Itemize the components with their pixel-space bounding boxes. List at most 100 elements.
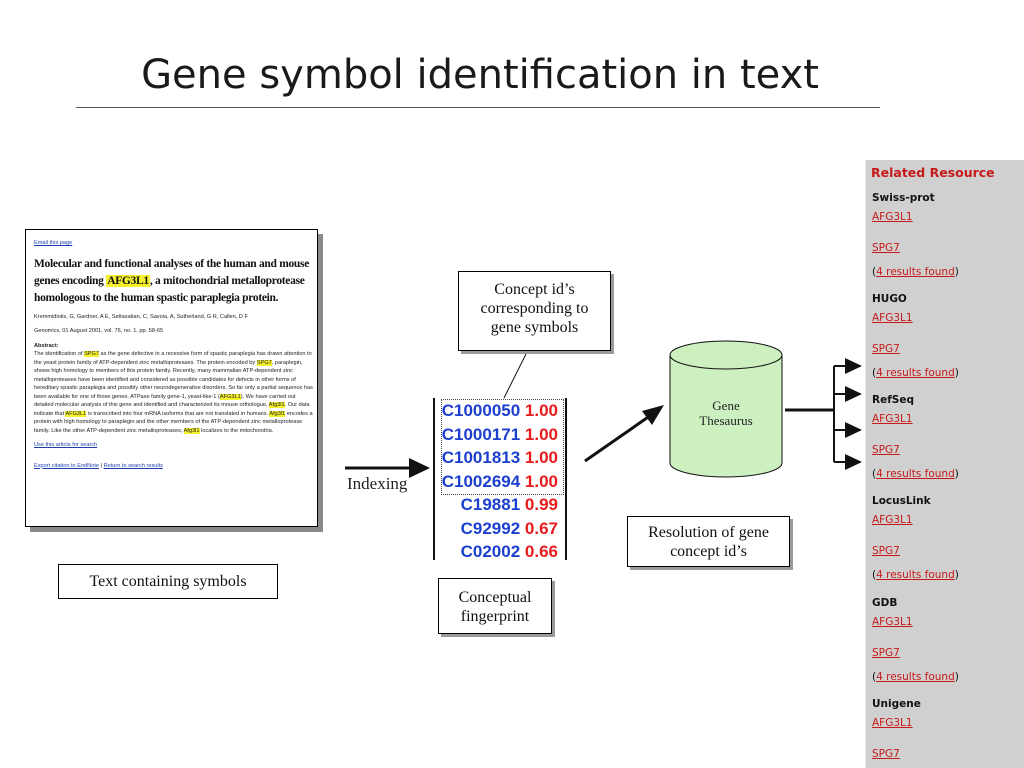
resource-gene-link[interactable]: SPG7 — [872, 748, 900, 760]
results-paren-open: ( — [872, 569, 877, 581]
use-article-link[interactable]: Use this article for search — [34, 442, 98, 448]
concept-id: C19881 — [460, 495, 521, 514]
indexing-label: Indexing — [347, 474, 408, 493]
results-paren-open: ( — [872, 671, 877, 683]
abstract-gene-highlight: AFG3L1 — [65, 410, 87, 417]
concept-id: C1001813 — [441, 448, 521, 467]
fingerprint-box-line: fingerprint — [460, 608, 530, 625]
concept-score: 1.00 — [520, 448, 558, 467]
abstract-text: The identification of SPG7 as the gene d… — [34, 350, 313, 435]
article-journal: Genomics, 01 August 2001, vol. 76, no. 1… — [34, 328, 164, 334]
results-paren-close: ) — [954, 569, 959, 581]
resource-gene-link[interactable]: SPG7 — [872, 343, 900, 355]
article-title: Molecular and functional analyses of the… — [34, 256, 313, 307]
fingerprint-box-line: Conceptual — [458, 589, 532, 606]
export-endnote-link[interactable]: Export citation to EndNote — [34, 462, 99, 469]
resource-name: Swiss-prot — [872, 192, 935, 204]
title-divider — [76, 107, 880, 108]
article-authors: Kremmidiotis, G, Gardner, A E, Settasati… — [34, 313, 248, 320]
abstract-segment: encodes a protein with high homology to … — [34, 410, 313, 434]
abstract-gene-highlight: Afg3l1 — [183, 427, 200, 434]
article-title-part2: , a mitochondrial metalloprotease homolo… — [34, 274, 305, 304]
concept-box-line: gene symbols — [490, 319, 579, 336]
abstract-segment: localizes to the mitochondria. — [199, 427, 274, 434]
abstract-gene-highlight: Afg3l1 — [268, 402, 285, 408]
abstract-heading: Abstract: — [34, 342, 59, 349]
concept-id: C1000171 — [441, 424, 521, 444]
fingerprint-row: C02002 0.66 — [358, 542, 558, 562]
concept-box-line: Concept id’s — [494, 281, 575, 298]
thesaurus-label-line: Gene — [712, 398, 740, 413]
results-found-link[interactable]: 4 results found — [876, 671, 955, 683]
results-paren-open: ( — [872, 266, 877, 278]
resource-gene-link[interactable]: SPG7 — [872, 242, 900, 254]
results-paren-close: ) — [954, 367, 959, 379]
resource-name: GDB — [872, 597, 898, 609]
abstract-gene-highlight: Afg3l1 — [269, 410, 286, 417]
abstract-segment: . Our data indicate that — [34, 402, 310, 417]
resource-gene-link[interactable]: SPG7 — [872, 444, 900, 456]
concept-id: C92992 — [460, 518, 521, 538]
abstract-segment: as the gene defective in a recessive for… — [34, 351, 312, 366]
concept-score: 1.00 — [520, 401, 558, 420]
thesaurus-label-line: Thesaurus — [699, 413, 753, 428]
resource-gene-link[interactable]: AFG3L1 — [872, 514, 913, 526]
resource-gene-link[interactable]: AFG3L1 — [872, 211, 913, 223]
slide-title: Gene symbol identification in text — [141, 52, 819, 98]
concept-id: C1000050 — [441, 401, 521, 420]
results-paren-open: ( — [872, 367, 877, 379]
concept-score: 1.00 — [520, 471, 558, 491]
results-found-link[interactable]: 4 results found — [876, 266, 955, 278]
results-paren-close: ) — [954, 266, 959, 278]
fingerprint-row: C19881 0.99 — [358, 495, 558, 515]
concept-score: 0.99 — [520, 495, 558, 514]
results-found-link[interactable]: 4 results found — [876, 468, 955, 480]
concept-callout-line — [503, 351, 528, 399]
article-title-part1: Molecular and functional analyses of the… — [34, 257, 309, 287]
exact-match-dotted-box — [441, 399, 564, 495]
fingerprint-row: C1001813 1.00 — [358, 448, 558, 468]
to-thesaurus-arrow-head — [642, 405, 664, 425]
results-paren-close: ) — [954, 671, 959, 683]
article-document-panel: Email this page Molecular and functional… — [25, 229, 318, 527]
results-found-link[interactable]: 4 results found — [876, 569, 955, 581]
resource-gene-link[interactable]: AFG3L1 — [872, 616, 913, 628]
article-title-gene-highlight: AFG3L1 — [106, 274, 150, 287]
concept-id: C02002 — [460, 542, 521, 561]
resolution-box: Resolution of gene concept id’s — [627, 516, 790, 567]
resource-gene-link[interactable]: SPG7 — [872, 647, 900, 659]
resource-name: HUGO — [872, 293, 907, 305]
email-page-link[interactable]: Email this page — [34, 240, 73, 246]
footer-separator: | — [99, 462, 104, 469]
concept-box-line: corresponding to — [480, 300, 589, 317]
indexing-arrow-head — [409, 458, 430, 478]
resource-gene-link[interactable]: AFG3L1 — [872, 717, 913, 729]
results-paren-open: ( — [872, 468, 877, 480]
gene-thesaurus-label: Gene Thesaurus — [676, 398, 776, 428]
abstract-segment: The identification of — [34, 351, 85, 357]
abstract-gene-highlight: SPG7 — [84, 351, 99, 357]
gene-thesaurus-cylinder — [669, 340, 783, 478]
resource-gene-link[interactable]: AFG3L1 — [872, 413, 913, 425]
text-caption-box: Text containing symbols — [58, 564, 278, 599]
return-search-link[interactable]: Return to search results — [103, 462, 163, 469]
resource-name: Unigene — [872, 698, 921, 710]
concept-score: 1.00 — [520, 424, 558, 444]
results-found-link[interactable]: 4 results found — [876, 367, 955, 379]
resource-gene-link[interactable]: SPG7 — [872, 545, 900, 557]
resolution-box-line: Resolution of gene — [648, 524, 769, 541]
abstract-gene-highlight: SPG7 — [256, 359, 272, 366]
to-thesaurus-arrow — [584, 411, 655, 463]
fingerprint-row: C1000171 1.00 — [358, 425, 558, 445]
resource-gene-link[interactable]: AFG3L1 — [872, 312, 913, 324]
abstract-segment: ). We have carried out detailed molecula… — [34, 393, 296, 409]
abstract-gene-highlight: AFG3L1 — [219, 393, 241, 400]
fingerprint-row: C1000050 1.00 — [358, 401, 558, 421]
fingerprint-row: C1002694 1.00 — [358, 472, 558, 492]
